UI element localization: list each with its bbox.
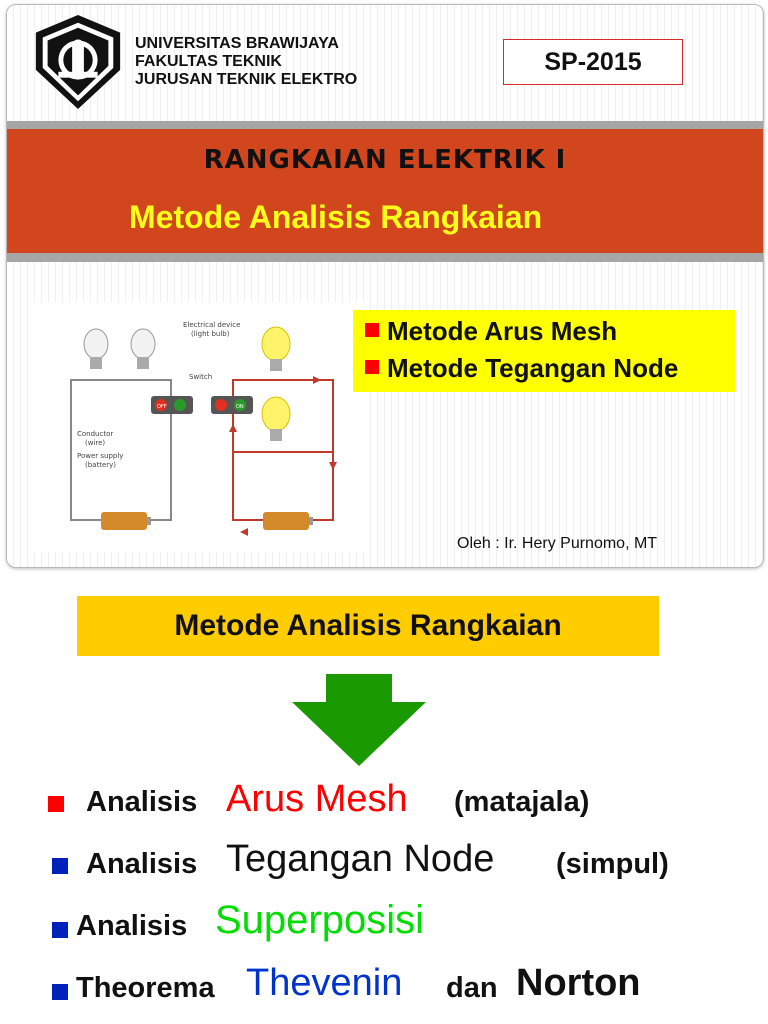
current-arrow-icon — [229, 424, 237, 432]
current-arrow-icon — [240, 528, 248, 536]
method-item: Metode Tegangan Node — [365, 353, 678, 384]
circuit-on: ON — [211, 326, 337, 536]
bulb-off-icon — [130, 328, 156, 369]
method-item: Metode Arus Mesh — [365, 316, 617, 347]
conductor-label: Conductor — [77, 430, 113, 438]
on-label: ON — [236, 404, 244, 410]
item-prefix: Analisis — [86, 848, 198, 880]
off-label: OFF — [157, 404, 167, 410]
item-prefix: Theorema — [76, 972, 215, 1004]
slide-header: UNIVERSITAS BRAWIJAYA FAKULTAS TEKNIK JU… — [7, 5, 763, 121]
device-label: Electrical device — [183, 321, 240, 329]
method-label: Metode Tegangan Node — [387, 353, 679, 383]
bulb-off-icon — [83, 328, 109, 369]
power-supply-sub-label: (battery) — [85, 461, 116, 469]
device-sub-label: (light bulb) — [191, 330, 230, 338]
current-arrow-icon — [313, 376, 321, 384]
item-highlight: Tegangan Node — [226, 838, 495, 880]
course-title: RANGKAIAN ELEKTRIK I — [203, 145, 567, 175]
divider-bottom — [7, 253, 763, 262]
item-suffix: (simpul) — [556, 848, 669, 880]
conductor-sub-label: (wire) — [85, 439, 105, 447]
item-suffix: (matajala) — [454, 786, 590, 818]
item-highlight: Superposisi — [215, 898, 425, 942]
title-slide: UNIVERSITAS BRAWIJAYA FAKULTAS TEKNIK JU… — [6, 4, 764, 568]
switch-off-icon: OFF — [151, 396, 193, 414]
university-name: UNIVERSITAS BRAWIJAYA — [135, 35, 339, 52]
blue-square-bullet-icon — [52, 858, 68, 874]
faculty-name: FAKULTAS TEKNIK — [135, 53, 282, 70]
item-highlight: Arus Mesh — [226, 778, 408, 820]
institution-text: UNIVERSITAS BRAWIJAYA FAKULTAS TEKNIK JU… — [135, 35, 357, 89]
blue-square-bullet-icon — [52, 922, 68, 938]
slide-body: OFF Conductor (wire) Power supply (batte… — [7, 262, 763, 567]
red-square-bullet-icon — [48, 796, 64, 812]
title-band: RANGKAIAN ELEKTRIK I Metode Analisis Ran… — [7, 129, 763, 253]
down-arrow-icon — [292, 674, 426, 766]
bulb-on-icon — [261, 326, 291, 371]
bulb-on-icon — [261, 396, 291, 441]
circuit-illustration: OFF Conductor (wire) Power supply (batte… — [33, 302, 369, 552]
battery-icon — [101, 512, 151, 530]
item-connector: dan — [446, 972, 498, 1004]
department-name: JURUSAN TEKNIK ELEKTRO — [135, 71, 358, 88]
blue-square-bullet-icon — [52, 984, 68, 1000]
item-highlight: Thevenin — [246, 962, 403, 1004]
item-highlight-secondary: Norton — [516, 962, 641, 1004]
battery-icon — [263, 512, 313, 530]
current-arrow-icon — [329, 462, 337, 470]
item-prefix: Analisis — [76, 910, 188, 942]
item-prefix: Analisis — [86, 786, 198, 818]
power-supply-label: Power supply — [77, 452, 123, 460]
switch-label: Switch — [189, 373, 212, 381]
course-code-badge: SP-2015 — [503, 39, 683, 85]
methods-box: Metode Arus Mesh Metode Tegangan Node — [353, 310, 735, 392]
red-square-bullet-icon — [365, 360, 379, 374]
university-logo — [35, 14, 121, 110]
section-heading: Metode Analisis Rangkaian — [77, 596, 659, 656]
divider-top — [7, 121, 763, 129]
red-square-bullet-icon — [365, 323, 379, 337]
circuit-off: OFF Conductor (wire) Power supply (batte… — [70, 328, 193, 530]
author-credit: Oleh : Ir. Hery Purnomo, MT — [457, 535, 658, 552]
slide-subtitle: Metode Analisis Rangkaian — [129, 199, 543, 235]
method-label: Metode Arus Mesh — [387, 316, 618, 346]
switch-on-icon: ON — [211, 396, 253, 414]
